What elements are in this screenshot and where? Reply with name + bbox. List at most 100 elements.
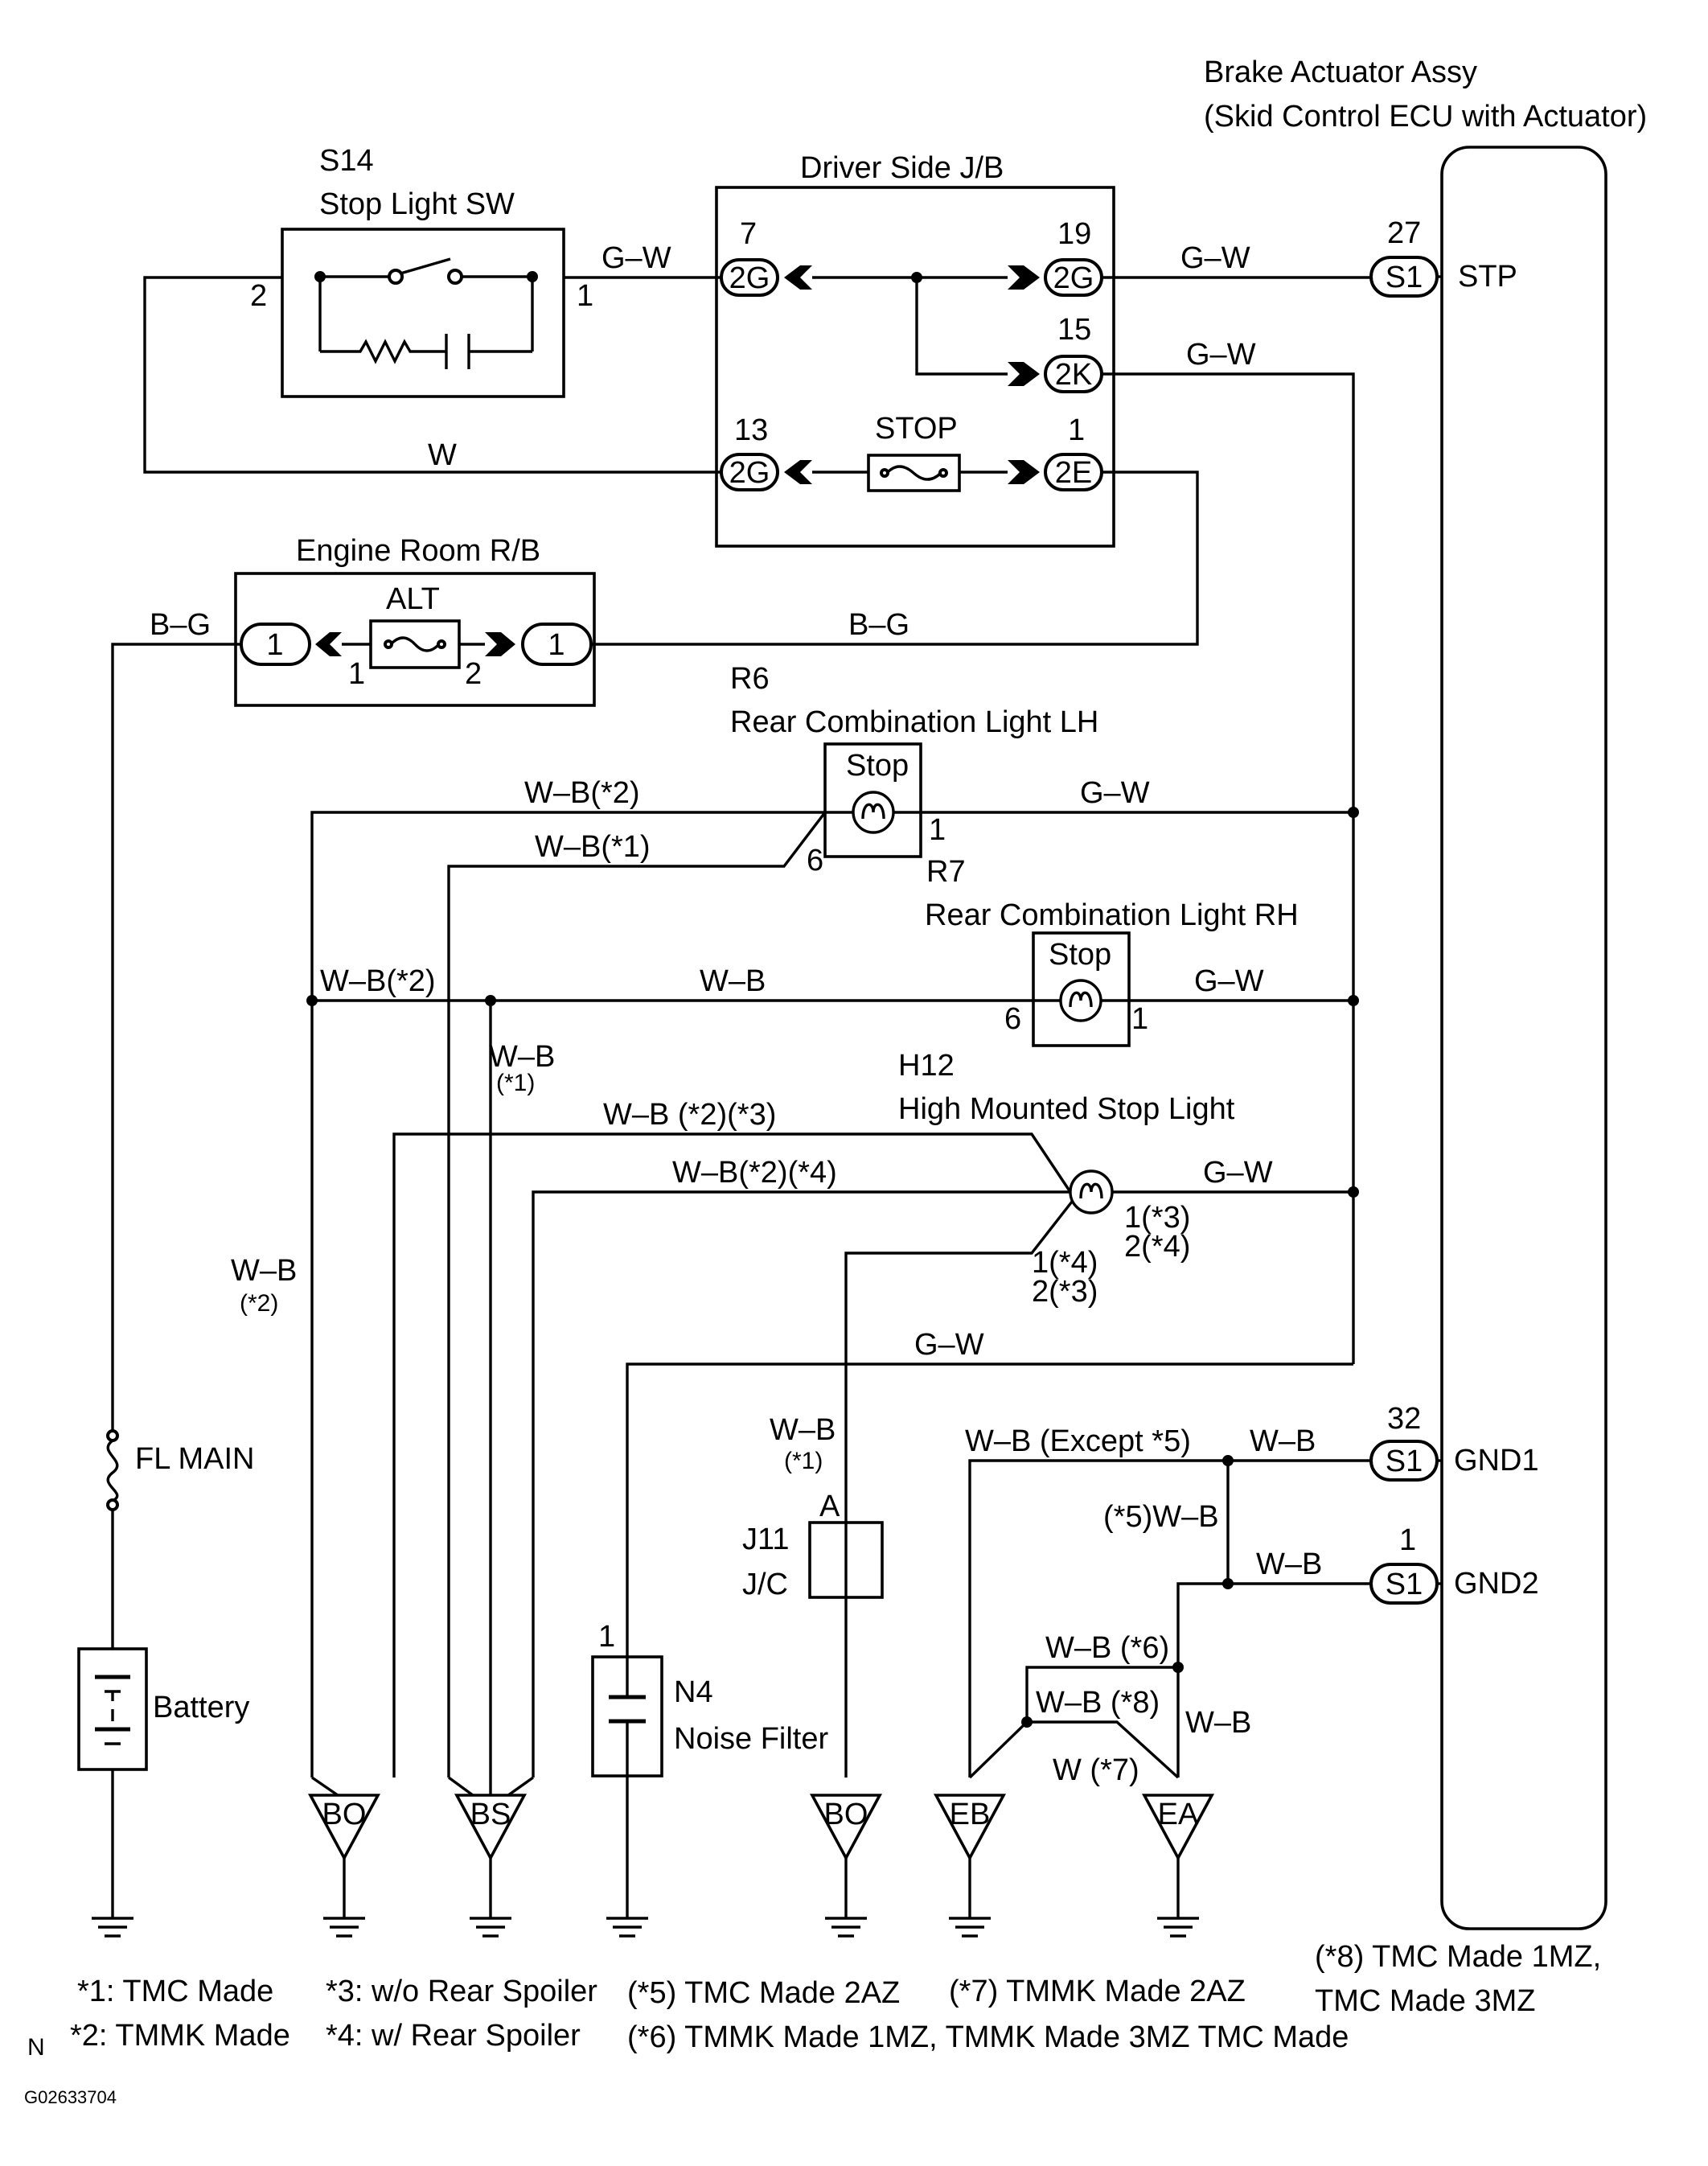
hmsl-code: H12 xyxy=(898,1049,955,1083)
rb-box xyxy=(234,572,596,707)
wire-label: G–W xyxy=(1203,1156,1273,1190)
wire-gw-noise xyxy=(626,1362,1353,1657)
wire-label: G–W xyxy=(1186,338,1256,372)
brake-actuator-subtitle: (Skid Control ECU with Actuator) xyxy=(1204,100,1647,134)
alt-fuse-label: ALT xyxy=(386,582,440,616)
fuse-end xyxy=(880,468,889,478)
wire-label: W–B (*6) xyxy=(1045,1631,1169,1665)
brake-actuator-body xyxy=(1440,146,1607,1930)
footnote: *3: w/o Rear Spoiler xyxy=(326,1975,597,2008)
junction-dot xyxy=(1348,995,1359,1006)
wire-label: W–B xyxy=(1256,1547,1322,1581)
junction-connector-j11: W–B (*1) A J11 J/C xyxy=(742,1413,884,1778)
wire-label: G–W xyxy=(1080,776,1150,810)
bulb-filament xyxy=(1069,991,1093,1008)
rcl-lh-pin: 1 xyxy=(929,813,946,847)
wire-w-7 xyxy=(968,1720,1028,1779)
jb-conn-num: 7 xyxy=(740,217,757,251)
wire-label: W–B xyxy=(700,964,766,998)
alt-fuse xyxy=(369,619,461,669)
jb-bus xyxy=(915,277,1008,376)
wire-wb-8 xyxy=(1027,1720,1180,1779)
brake-actuator: Brake Actuator Assy (Skid Control ECU wi… xyxy=(1204,55,1647,1930)
junction-dot xyxy=(306,995,318,1006)
rcl-lh-pin: 6 xyxy=(807,844,823,877)
ecu-conn-num: 32 xyxy=(1387,1402,1421,1436)
ground-point-bs xyxy=(454,1794,528,1861)
footnote: (*7) TMMK Made 2AZ xyxy=(949,1975,1246,2008)
fl-main-end xyxy=(106,1498,119,1511)
hmsl-pin: 1(*4) xyxy=(1032,1246,1098,1280)
wire xyxy=(447,1776,474,1797)
fuse-end xyxy=(938,468,948,478)
wire-label: W–B(*2) xyxy=(524,776,640,810)
jb-conn-code: 2G xyxy=(729,261,770,295)
wire-label: W–B xyxy=(1250,1424,1316,1458)
bulb-filament xyxy=(861,803,885,820)
rear-combination-light-rh: Rear Combination Light RH Stop 6 1 xyxy=(925,898,1299,1047)
noise-filter: 1 N4 Noise Filter xyxy=(591,1620,828,1938)
jb-chevron xyxy=(784,460,812,484)
jb-conn-num: 15 xyxy=(1057,313,1091,347)
stop-light-sw-name: Stop Light SW xyxy=(319,187,515,221)
junction-dot xyxy=(314,271,326,282)
hmsl-pin: 1(*3) xyxy=(1124,1201,1190,1235)
wire-wb-1 xyxy=(447,811,827,1778)
rcl-rh-code: R7 xyxy=(926,855,966,889)
wire-note: (*2) xyxy=(240,1290,278,1317)
rcl-rh-name: Rear Combination Light RH xyxy=(925,898,1299,932)
wire-label: W–B xyxy=(489,1040,555,1074)
wire-label: G–W xyxy=(601,241,671,275)
brake-actuator-title: Brake Actuator Assy xyxy=(1204,55,1477,89)
ecu-ground-wiring: W–B (Except *5) W–B (*5)W–B W–B W–B (*6)… xyxy=(965,1424,1371,1787)
rcl-lh-box xyxy=(823,742,922,858)
hmsl-pin: 2(*4) xyxy=(1124,1230,1190,1264)
rcl-lh-code: R6 xyxy=(730,662,770,696)
ecu-pin-name: GND1 xyxy=(1454,1444,1539,1478)
jb-conn-code: 2K xyxy=(1055,358,1092,392)
hmsl-pin: 2(*3) xyxy=(1032,1275,1098,1309)
sw-blade xyxy=(400,257,451,275)
wire-wb-gnd1 xyxy=(968,1459,1371,1778)
ecu-conn-code: S1 xyxy=(1386,1445,1423,1478)
wire-label: W–B(*2) xyxy=(320,964,436,998)
fuse-element xyxy=(885,465,942,481)
wire-wb-2 xyxy=(310,811,853,1778)
ground-label: BO xyxy=(322,1798,367,1831)
jb-conn-code: 2G xyxy=(729,456,770,490)
wire-label: B–G xyxy=(150,608,211,642)
fuse-element xyxy=(389,636,441,652)
wire-label: (*5)W–B xyxy=(1103,1500,1219,1534)
wire-label: W–B (Except *5) xyxy=(965,1424,1191,1458)
wire-label: G–W xyxy=(1180,241,1250,275)
sw-contact xyxy=(447,269,463,285)
wire-wb-6 xyxy=(1025,1666,1178,1722)
wire-note: (*1) xyxy=(496,1070,535,1096)
noise-filter-code: N4 xyxy=(674,1675,713,1709)
battery-circuit: FL MAIN Battery xyxy=(77,1429,255,1938)
footnote: *4: w/ Rear Spoiler xyxy=(326,2019,581,2053)
jb-chevron xyxy=(1008,460,1040,484)
ecu-pin-name: STP xyxy=(1458,260,1517,294)
ecu-conn-code: S1 xyxy=(1386,1568,1423,1601)
sw-resistor xyxy=(320,339,446,364)
rcl-rh-pin: 1 xyxy=(1131,1002,1148,1036)
jb-conn-code: 2G xyxy=(1053,261,1094,295)
wire-label: W xyxy=(428,438,457,472)
junction-dot xyxy=(1348,1186,1359,1198)
lh-wiring: W–B(*2) W–B(*1) G–W xyxy=(310,776,1359,1778)
wire-note: (*1) xyxy=(784,1448,823,1474)
junction-dot xyxy=(1222,1578,1234,1589)
junction-dot xyxy=(1348,807,1359,818)
wire-wb-gnd2 xyxy=(1176,1582,1371,1778)
sw-pin-1: 1 xyxy=(577,279,593,313)
wire-label: W–B xyxy=(1185,1706,1251,1740)
wire-label: B–G xyxy=(848,608,909,642)
stop-light-switch: S14 Stop Light SW 2 1 xyxy=(250,144,593,398)
hmsl-wiring: W–B (*2)(*3) W–B(*2)(*4) G–W G–W W–B (*2… xyxy=(231,1098,1359,1778)
rb-conn-num: 1 xyxy=(548,628,565,662)
sw-pin-2: 2 xyxy=(250,279,267,313)
jb-chevron xyxy=(1008,362,1040,386)
rcl-lh-name: Rear Combination Light LH xyxy=(730,705,1098,739)
